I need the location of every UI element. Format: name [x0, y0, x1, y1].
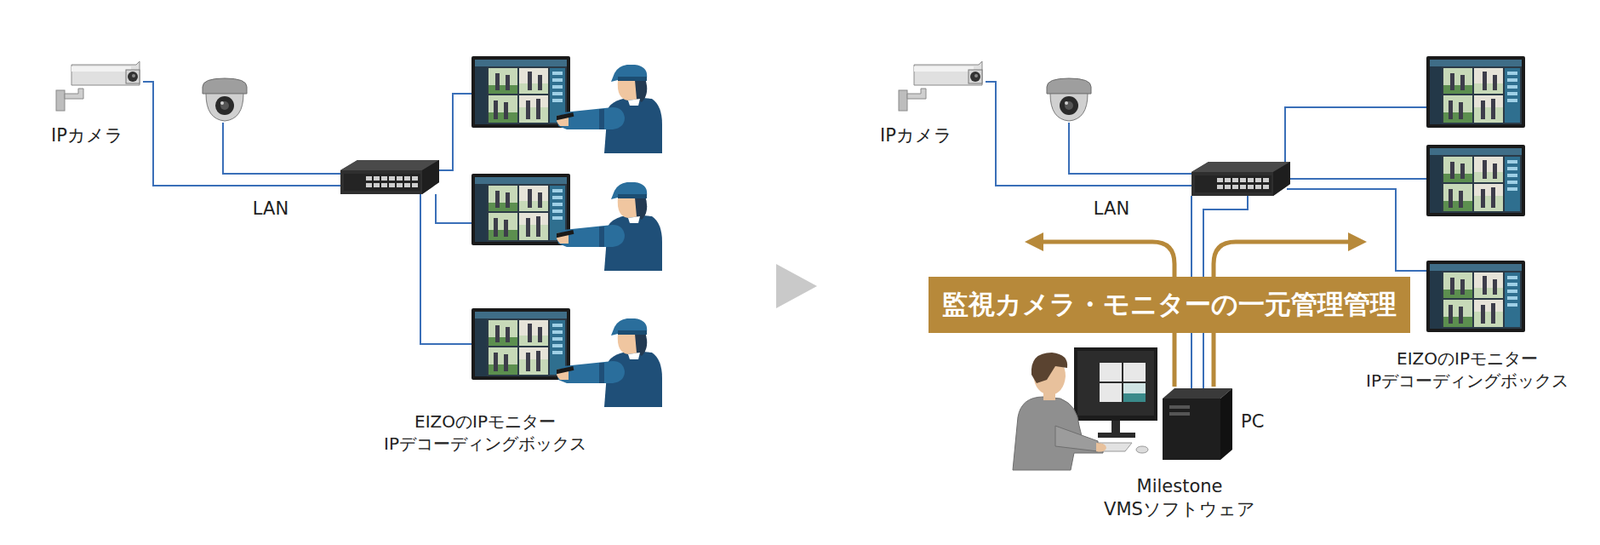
device-label: EIZOのIPモニター IPデコーディングボックス [361, 410, 609, 455]
arrow-head [1024, 232, 1044, 252]
dome-camera [1046, 78, 1092, 121]
ip-monitor [471, 173, 571, 246]
arrow-head [1348, 232, 1367, 252]
device-label: IPカメラ [51, 124, 124, 148]
ip-monitor [1426, 260, 1526, 332]
banner-band: 監視カメラ・モニターの一元管理管理 [928, 276, 1411, 333]
ip-monitor [471, 308, 571, 380]
security-guard [554, 182, 663, 271]
network-label: LAN [1093, 197, 1130, 221]
dome-camera [202, 78, 247, 121]
transition-arrow [776, 263, 818, 309]
ip-monitor [471, 56, 571, 128]
device-label: EIZOのIPモニター IPデコーディングボックス [1343, 347, 1591, 392]
operator [1012, 352, 1107, 470]
security-guard [554, 318, 663, 407]
software-label: Milestone VMSソフトウェア [1060, 474, 1299, 522]
lan-cable [142, 81, 472, 344]
device-label: PC [1240, 410, 1264, 434]
lan-cable [985, 81, 1427, 389]
box-camera [56, 61, 140, 111]
ip-monitor [1426, 56, 1526, 128]
ip-monitor [1426, 144, 1526, 217]
security-guard [554, 64, 663, 154]
network-switch [1191, 161, 1291, 196]
banner-text: 監視カメラ・モニターの一元管理管理 [942, 288, 1397, 320]
network-switch [340, 160, 440, 195]
box-camera [898, 61, 983, 111]
network-label: LAN [252, 197, 289, 221]
device-label: IPカメラ [880, 124, 953, 148]
